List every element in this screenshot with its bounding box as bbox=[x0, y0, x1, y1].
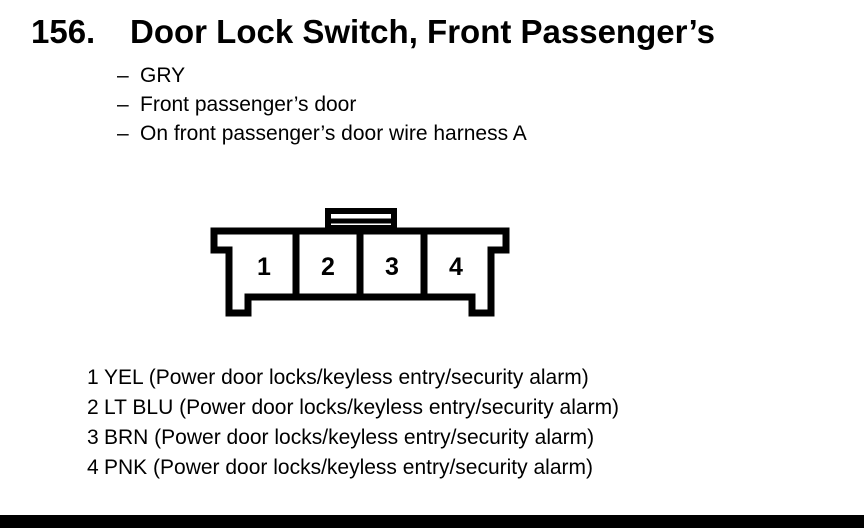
bullet-dash: – bbox=[117, 122, 129, 145]
pin-row: 4 PNK (Power door locks/keyless entry/se… bbox=[87, 453, 619, 483]
connector-diagram: 1 2 3 4 bbox=[210, 208, 510, 317]
pin-description: YEL (Power door locks/keyless entry/secu… bbox=[104, 366, 589, 389]
bullet-dash: – bbox=[117, 64, 129, 87]
section-title: Door Lock Switch, Front Passenger’s bbox=[130, 13, 715, 50]
cavity-number: 1 bbox=[257, 253, 271, 281]
section-heading: 156. Door Lock Switch, Front Passenger’s bbox=[31, 12, 715, 52]
detail-item: – GRY bbox=[117, 61, 527, 90]
scan-edge-bar bbox=[0, 515, 864, 528]
cavity-number: 2 bbox=[321, 253, 335, 281]
detail-text: On front passenger’s door wire harness A bbox=[140, 122, 527, 145]
connector-details: – GRY – Front passenger’s door – On fron… bbox=[117, 61, 527, 148]
detail-text: Front passenger’s door bbox=[140, 93, 357, 116]
cavity-number: 4 bbox=[449, 253, 463, 281]
pin-row: 2 LT BLU (Power door locks/keyless entry… bbox=[87, 393, 619, 423]
pin-number: 1 bbox=[87, 366, 99, 389]
pin-number: 3 bbox=[87, 426, 99, 449]
bullet-dash: – bbox=[117, 93, 129, 116]
pin-row: 3 BRN (Power door locks/keyless entry/se… bbox=[87, 423, 619, 453]
pin-description: BRN (Power door locks/keyless entry/secu… bbox=[104, 426, 595, 449]
pin-wire-list: 1 YEL (Power door locks/keyless entry/se… bbox=[87, 363, 619, 483]
pin-description: PNK (Power door locks/keyless entry/secu… bbox=[104, 456, 593, 479]
pin-number: 4 bbox=[87, 456, 99, 479]
section-number: 156. bbox=[31, 13, 96, 50]
detail-item: – On front passenger’s door wire harness… bbox=[117, 119, 527, 148]
detail-item: – Front passenger’s door bbox=[117, 90, 527, 119]
pin-row: 1 YEL (Power door locks/keyless entry/se… bbox=[87, 363, 619, 393]
pin-description: LT BLU (Power door locks/keyless entry/s… bbox=[104, 396, 620, 419]
detail-text: GRY bbox=[140, 64, 186, 87]
pin-number: 2 bbox=[87, 396, 99, 419]
cavity-number: 3 bbox=[385, 253, 399, 281]
